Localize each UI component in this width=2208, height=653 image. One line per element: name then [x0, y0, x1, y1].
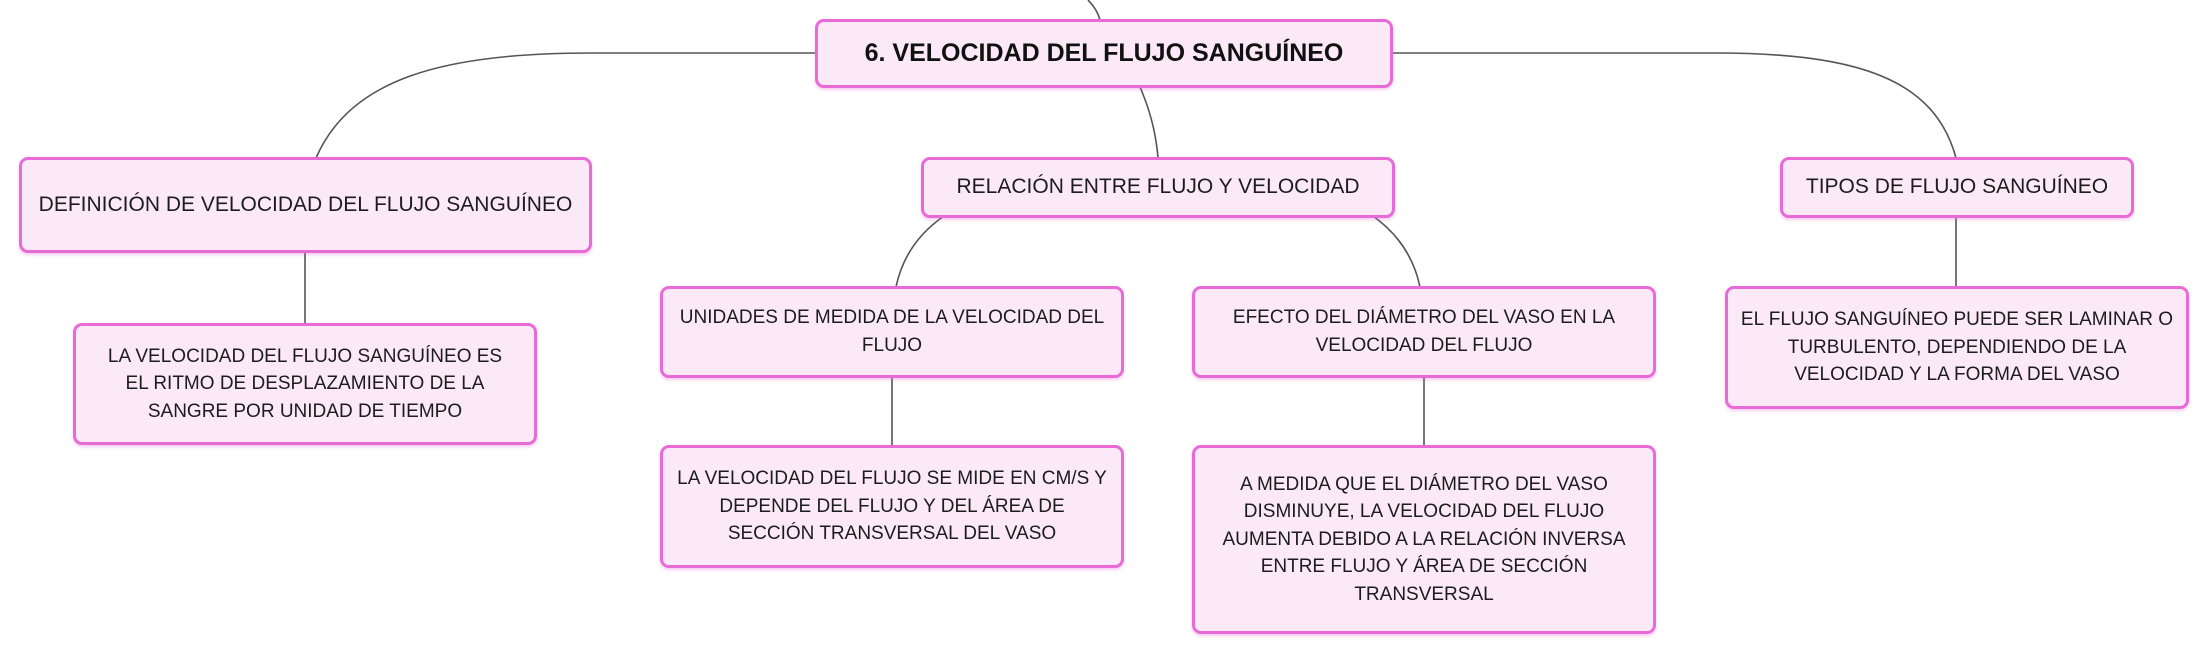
node-tipos[interactable]: TIPOS DE FLUJO SANGUÍNEO: [1780, 157, 2134, 218]
node-unidades-detail[interactable]: LA VELOCIDAD DEL FLUJO SE MIDE EN CM/S Y…: [660, 445, 1124, 568]
node-definicion-detail-text: LA VELOCIDAD DEL FLUJO SANGUÍNEO ES EL R…: [107, 345, 503, 422]
node-efecto[interactable]: EFECTO DEL DIÁMETRO DEL VASO EN LA VELOC…: [1192, 286, 1656, 378]
node-definicion-detail[interactable]: LA VELOCIDAD DEL FLUJO SANGUÍNEO ES EL R…: [73, 323, 537, 445]
node-tipos-detail[interactable]: EL FLUJO SANGUÍNEO PUEDE SER LAMINAR O T…: [1725, 286, 2189, 409]
node-unidades-detail-text: LA VELOCIDAD DEL FLUJO SE MIDE EN CM/S Y…: [677, 468, 1107, 545]
node-definicion-label: DEFINICIÓN DE VELOCIDAD DEL FLUJO SANGUÍ…: [38, 192, 573, 216]
node-unidades-label: UNIDADES DE MEDIDA DE LA VELOCIDAD DEL F…: [679, 307, 1105, 356]
root-node-label: 6. VELOCIDAD DEL FLUJO SANGUÍNEO: [864, 39, 1344, 68]
node-efecto-label: EFECTO DEL DIÁMETRO DEL VASO EN LA VELOC…: [1232, 307, 1616, 356]
node-relacion-label: RELACIÓN ENTRE FLUJO Y VELOCIDAD: [956, 175, 1360, 199]
node-unidades[interactable]: UNIDADES DE MEDIDA DE LA VELOCIDAD DEL F…: [660, 286, 1124, 378]
connector-relacion-to-unidades: [895, 215, 945, 288]
connector-relacion-to-efecto: [1372, 215, 1421, 288]
connector-parent-to-root: [1087, 0, 1101, 21]
node-efecto-detail-text: A MEDIDA QUE EL DIÁMETRO DEL VASO DISMIN…: [1222, 473, 1626, 605]
connector-root-to-tipos: [1390, 52, 1957, 159]
node-relacion[interactable]: RELACIÓN ENTRE FLUJO Y VELOCIDAD: [921, 157, 1395, 218]
node-efecto-detail[interactable]: A MEDIDA QUE EL DIÁMETRO DEL VASO DISMIN…: [1192, 445, 1656, 634]
node-definicion[interactable]: DEFINICIÓN DE VELOCIDAD DEL FLUJO SANGUÍ…: [19, 157, 592, 253]
node-tipos-detail-text: EL FLUJO SANGUÍNEO PUEDE SER LAMINAR O T…: [1740, 309, 2174, 386]
root-node[interactable]: 6. VELOCIDAD DEL FLUJO SANGUÍNEO: [815, 19, 1393, 88]
connector-root-to-relacion: [1139, 86, 1159, 159]
connector-root-to-definicion: [315, 52, 815, 159]
node-tipos-label: TIPOS DE FLUJO SANGUÍNEO: [1805, 175, 2109, 199]
